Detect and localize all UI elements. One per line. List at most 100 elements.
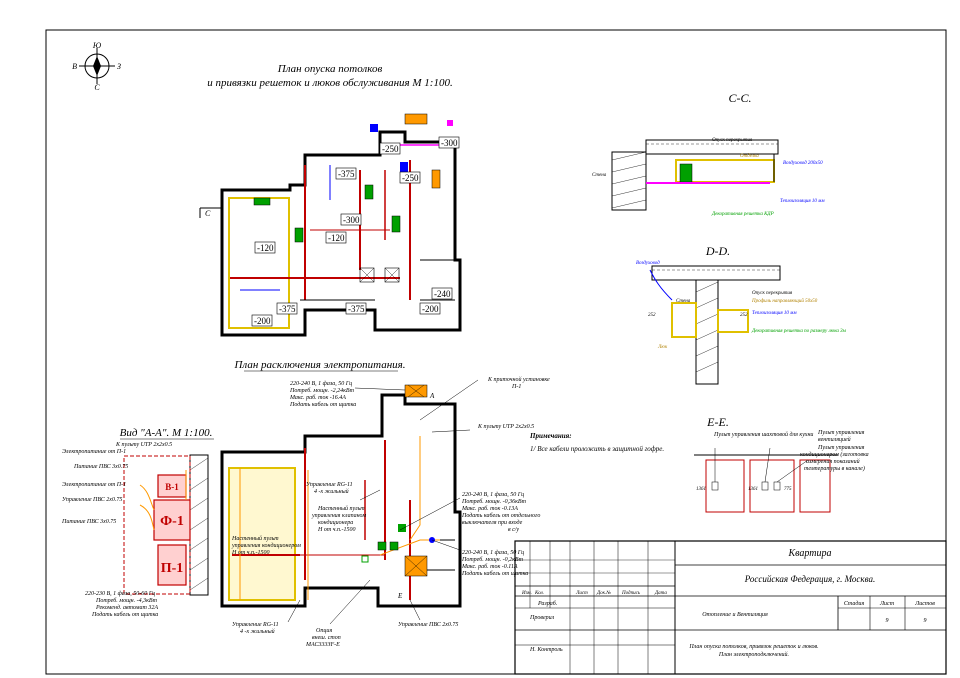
- level-mark: -375: [279, 304, 296, 314]
- compass-n: Ю: [92, 41, 102, 50]
- level-mark: -250: [382, 144, 399, 154]
- compass-icon: Ю В З С: [72, 41, 121, 92]
- annotation: Питание ПВС 3х0.75: [73, 464, 128, 470]
- compass-s: С: [94, 83, 100, 92]
- annotation: Стена: [676, 299, 691, 304]
- view-a-drawing: [123, 454, 209, 596]
- section-dd-labels: Воздуховод Стена Опуск перекрытия Профил…: [636, 261, 847, 350]
- col-sheets: Листов: [914, 601, 935, 607]
- view-a-title: Вид "А-А". М 1:100.: [120, 427, 213, 439]
- level-mark: -120: [328, 233, 345, 243]
- sheets-total: 9: [924, 618, 927, 624]
- section-ee-drawing: [694, 447, 838, 513]
- annotation: Потреб. мощн. -4,3кВт: [95, 597, 158, 604]
- plan2-floorplan: [220, 379, 479, 625]
- annotation: Опция: [316, 628, 332, 634]
- hdr-kol: Кол.: [534, 591, 544, 596]
- annotation: Теплоизоляция 10 мм: [780, 199, 825, 204]
- annotation: Подать кабель от щитка: [289, 401, 356, 408]
- compass-e: З: [117, 62, 121, 71]
- row-checked: Проверил: [529, 615, 555, 621]
- annotation: Пульт управления шахтовой для кухни: [713, 431, 813, 438]
- unit-label: Ф-1: [160, 514, 184, 529]
- level-mark: -250: [402, 173, 419, 183]
- unit-label: В-1: [165, 482, 179, 492]
- section-ee-labels: Пульт управления шахтовой для кухни Пуль…: [696, 430, 869, 492]
- annotation: Макс. раб. ток -0.11А: [461, 563, 518, 570]
- plan1-floorplan: [199, 113, 462, 337]
- annotation: 220-240 В, 1 фаза, 50 Гц: [462, 491, 524, 498]
- annotation: температуры в канале): [804, 465, 865, 472]
- annotation: Электропитание от П-1: [62, 482, 126, 488]
- annotation: Теплоизоляция 10 мм: [752, 311, 797, 316]
- annotation: Управление RG-11: [306, 482, 353, 488]
- annotation: Люк: [657, 345, 668, 350]
- annotation: К приточной установке: [487, 376, 550, 383]
- annotation: в с/у: [508, 527, 519, 533]
- section-cc-title: C-C.: [728, 91, 751, 105]
- annotation: Питание ПВС 3х0.75: [61, 519, 116, 525]
- level-mark: -200: [254, 316, 271, 326]
- plan1-section-c-label: C: [205, 209, 211, 218]
- annotation: внеш. стоп: [312, 635, 341, 641]
- level-mark: -200: [422, 304, 439, 314]
- remarks-title: Примечания:: [529, 432, 572, 440]
- level-mark: -120: [257, 243, 274, 253]
- hdr-date: Дата: [654, 591, 667, 596]
- sheet-title-line1: План опуска потолков, привязок решеток и…: [688, 644, 818, 650]
- annotation: Настенный пульт: [231, 535, 279, 542]
- annotation: Рекоменд. автомат 32А: [95, 604, 158, 611]
- annotation: Потреб. мощн. -0,36кВт: [461, 498, 527, 505]
- annotation: 4 -х жильный: [314, 488, 349, 495]
- annotation: Макс. раб. ток -0.13А: [461, 505, 518, 512]
- annotation: МАС333ЗF-E: [305, 642, 340, 648]
- view-a-labels: К пульту UTP 2х2х0.5 Электропитание от П…: [61, 442, 172, 618]
- project-location: Российская Федерация, г. Москва.: [744, 574, 876, 584]
- annotation: П-1: [511, 384, 521, 390]
- annotation: Управление ПВС 2х0.75: [398, 622, 458, 628]
- col-sheet: Лист: [879, 601, 895, 607]
- compass-w: В: [72, 62, 77, 71]
- annotation: Воздуховод 200х50: [783, 161, 823, 166]
- level-mark: -375: [348, 304, 365, 314]
- annotation: Макс. раб. ток -16.4А: [289, 394, 346, 401]
- level-mark: -240: [434, 289, 451, 299]
- annotation: управления кондиционером: [231, 542, 301, 549]
- row-ncontrol: Н. Контроль: [529, 647, 563, 653]
- dimension: 1361: [748, 487, 758, 492]
- annotation: 220-240 В, 1 фаза, 50 Гц: [462, 549, 524, 556]
- annotation: Подать кабель от щитка: [461, 570, 528, 577]
- annotation: Подать кабель от щитка: [91, 611, 158, 618]
- annotation: Воздуховод: [636, 261, 660, 266]
- annotation: Электропитание от П-1: [62, 449, 126, 455]
- annotation: измерения показаний: [806, 458, 860, 465]
- annotation: Декоративная решетка КДР: [711, 212, 774, 217]
- marker-e: E: [397, 592, 403, 600]
- dimension: 775: [784, 487, 792, 492]
- hdr-izm: Изм.: [521, 591, 532, 596]
- annotation: Подать кабель от отдельного: [461, 512, 540, 519]
- plan2-title: План расключения электропитания.: [233, 359, 405, 371]
- level-mark: -300: [343, 215, 360, 225]
- plan1-title-line1: План опуска потолков: [277, 63, 383, 75]
- marker-a: A: [429, 392, 435, 400]
- annotation: Настенный пульт: [317, 505, 365, 512]
- plan2-labels: 220-240 В, 1 фаза, 50 Гц Потреб. мощн. -…: [231, 376, 664, 648]
- annotation: К пульту UTP 2х2х0.5: [477, 424, 534, 430]
- annotation: управления клапаном: [311, 513, 366, 519]
- hdr-sign: Подпись: [621, 591, 641, 596]
- hdr-doc: Док.№: [596, 590, 611, 596]
- section-cc-drawing: [611, 139, 779, 211]
- annotation: Пульт управления: [817, 430, 865, 436]
- hdr-list: Лист: [575, 591, 588, 596]
- plan1-level-marks: -250 -300 -375 -250 -120 -120 -300 -240 …: [251, 136, 460, 327]
- dimension: 252: [740, 313, 748, 318]
- title-block: [514, 540, 947, 675]
- section-cc-labels: Опуск перекрытия Отделка Воздуховод 200х…: [592, 138, 825, 217]
- annotation: 220-240 В, 1 фаза, 50 Гц: [290, 380, 352, 387]
- annotation: Опуск перекрытия: [752, 291, 793, 296]
- section-ee-title: E-E.: [706, 415, 729, 429]
- level-mark: -375: [338, 169, 355, 179]
- annotation: Пульт управления: [817, 445, 865, 451]
